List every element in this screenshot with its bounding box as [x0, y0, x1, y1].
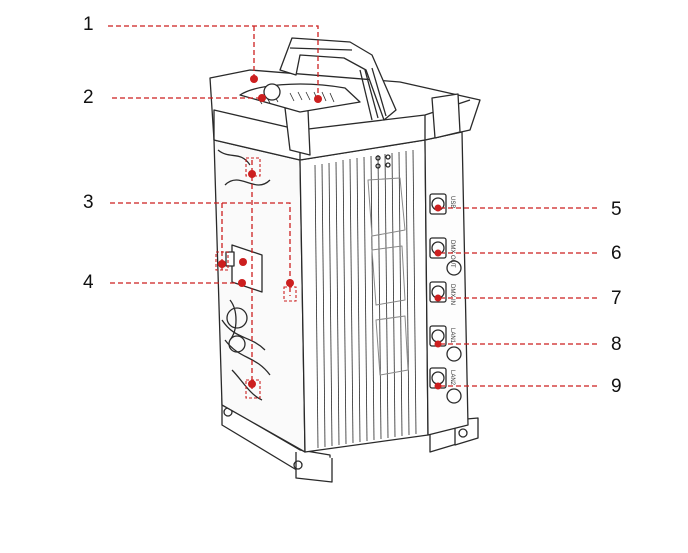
port-label-dmx-in: DMX IN — [449, 284, 455, 305]
callout-number-4: 4 — [83, 272, 94, 293]
callout-number-6: 6 — [611, 243, 622, 264]
port-label-dmx-out: DMX OUT — [449, 240, 455, 268]
leader-1 — [108, 25, 319, 98]
carry-handle — [279, 37, 397, 121]
callout-number-9: 9 — [611, 376, 622, 397]
port-label-lan1: LAN1 — [449, 328, 455, 344]
callout-highlight-boxes — [215, 157, 297, 399]
callout-number-7: 7 — [611, 288, 622, 309]
port-labels: USB DMX OUT DMX IN LAN1 LAN2 — [449, 196, 455, 386]
callout-markers — [218, 75, 442, 390]
callout-number-5: 5 — [611, 199, 622, 220]
front-heatsink-panel — [299, 139, 429, 453]
callout-leaders — [108, 25, 598, 392]
callout-number-8: 8 — [611, 334, 622, 355]
callout-number-1: 1 — [83, 14, 94, 35]
connector-panel — [424, 131, 469, 436]
left-side-panel — [213, 139, 306, 453]
leader-3 — [110, 202, 291, 296]
top-cap — [209, 69, 481, 161]
callout-number-3: 3 — [83, 192, 94, 213]
port-label-usb: USB — [449, 196, 455, 208]
callout-number-2: 2 — [83, 87, 94, 108]
port-label-lan2: LAN2 — [449, 370, 455, 386]
